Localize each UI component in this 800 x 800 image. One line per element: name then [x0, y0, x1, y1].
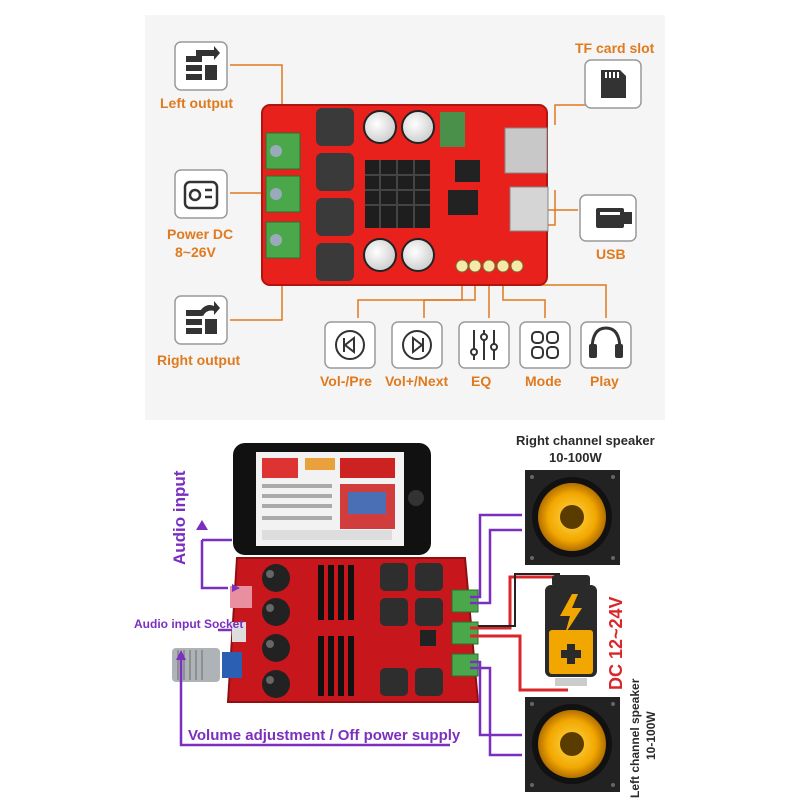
prev-icon — [335, 330, 365, 360]
right-speaker-power: 10-100W — [549, 450, 602, 465]
button-label-vol-next: Vol+/Next — [385, 373, 449, 389]
next-icon — [402, 330, 432, 360]
amplifier-board-top — [261, 104, 549, 286]
left-speaker-power: 10-100W — [644, 711, 658, 760]
battery — [545, 575, 597, 686]
right-speaker-label: Right channel speaker — [516, 433, 655, 448]
button-label-eq: EQ — [471, 373, 492, 389]
power-dc-label: Power DC — [167, 226, 234, 242]
volume-label: Volume adjustment / Off power supply — [188, 727, 461, 744]
left-channel-speaker — [525, 697, 620, 792]
tf-card-icon — [601, 70, 626, 98]
left-output-icon — [186, 46, 220, 80]
power-dc-icon — [183, 180, 219, 210]
power-wires — [470, 573, 568, 692]
left-speaker-label: Left channel speaker — [628, 678, 642, 798]
dc-voltage-label: DC 12~24V — [606, 596, 626, 690]
amplifier-board-bottom — [226, 557, 480, 703]
audio-input-label: Audio input — [170, 470, 189, 565]
usb-icon — [596, 208, 632, 228]
button-label-play: Play — [590, 373, 619, 389]
mode-icon — [531, 331, 559, 359]
power-range-label: 8~26V — [175, 244, 216, 260]
right-channel-speaker — [525, 470, 620, 565]
left-output-label: Left output — [160, 95, 234, 111]
headphones-icon — [589, 326, 623, 358]
eq-icon — [470, 330, 498, 360]
right-output-icon — [186, 301, 220, 334]
tf-card-label: TF card slot — [575, 40, 655, 56]
purple-arrowheads — [176, 520, 240, 660]
button-label-mode: Mode — [525, 373, 562, 389]
usb-label: USB — [596, 246, 626, 262]
button-label-vol-pre: Vol-/Pre — [320, 373, 372, 389]
smartphone — [233, 443, 431, 555]
right-output-label: Right output — [157, 352, 241, 368]
purple-wires — [179, 513, 522, 757]
audio-socket-label: Audio input Socket — [134, 617, 244, 631]
